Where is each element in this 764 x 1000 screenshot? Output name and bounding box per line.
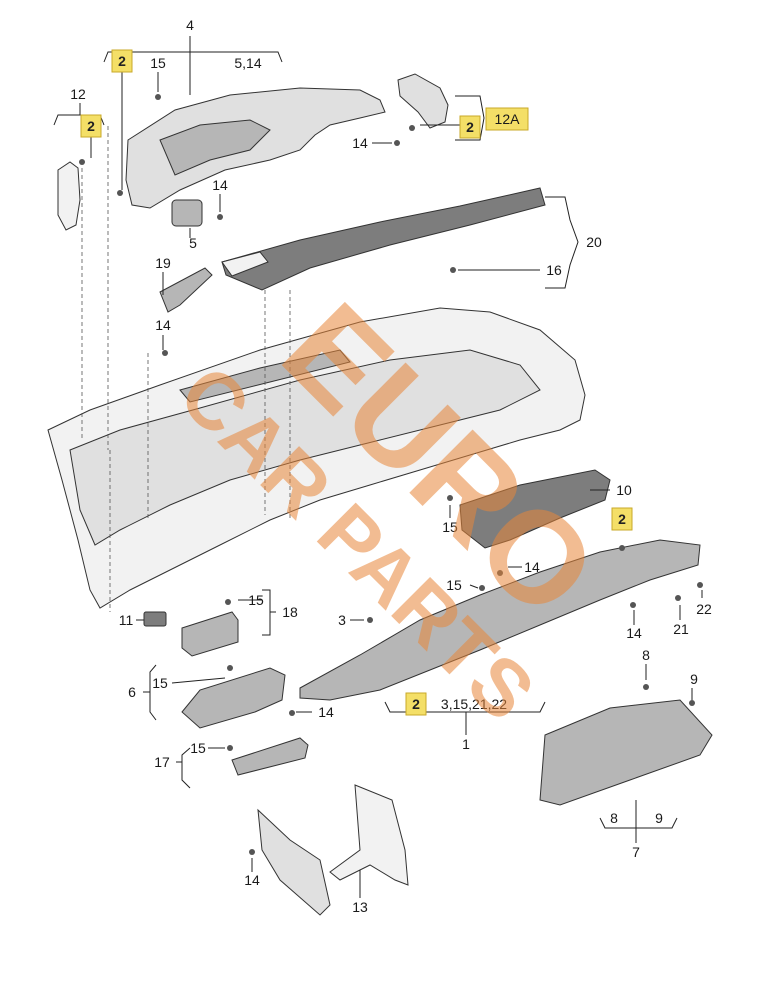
trim-strip-part	[221, 187, 546, 291]
callout-18: 18	[282, 604, 298, 620]
callout-10: 10	[616, 482, 632, 498]
trim-strip-end	[221, 251, 269, 277]
callout-5-14: 5,14	[234, 55, 261, 71]
highlight-label: 2	[118, 53, 126, 69]
callout-20: 20	[586, 234, 602, 250]
highlight-box-1: 2	[111, 49, 133, 73]
callout-19: 19	[155, 255, 171, 271]
callout-14-a: 14	[352, 135, 368, 151]
panel-6-part	[181, 667, 286, 729]
side-panel-part	[257, 808, 331, 916]
guide-lines	[81, 126, 291, 612]
side-bracket-part	[329, 784, 409, 886]
side-trim-part	[159, 267, 213, 313]
callout-22: 22	[696, 601, 712, 617]
callout-17: 17	[154, 754, 170, 770]
callout-13: 13	[352, 899, 368, 915]
callout-14-f: 14	[318, 704, 334, 720]
callout-14-e: 14	[626, 625, 642, 641]
left-trim-part	[57, 161, 81, 231]
highlight-label: 2	[618, 511, 626, 527]
callout-15-e: 15	[152, 675, 168, 691]
callout-12a: 12A	[495, 111, 521, 127]
callout-15-f: 15	[190, 740, 206, 756]
callout-3-15-21-22: 3,15,21,22	[441, 696, 507, 712]
callout-6: 6	[128, 684, 136, 700]
callout-9: 9	[655, 810, 663, 826]
instrument-cover-inner	[159, 119, 271, 176]
callout-8-top: 8	[642, 647, 650, 663]
switch-unit-part	[171, 199, 203, 227]
fasteners	[79, 94, 703, 855]
callout-7: 7	[632, 844, 640, 860]
callout-4: 4	[186, 17, 194, 33]
callout-1: 1	[462, 736, 470, 752]
callout-12: 12	[70, 86, 86, 102]
callout-15-b: 15	[442, 519, 458, 535]
callout-3: 3	[338, 612, 346, 628]
highlight-label: 2	[466, 119, 474, 135]
highlight-box-5: 2	[405, 692, 427, 716]
switch-11-part	[143, 611, 167, 627]
glove-box-part	[539, 699, 713, 806]
callout-14-b: 14	[212, 177, 228, 193]
callout-14-c: 14	[155, 317, 171, 333]
highlight-label: 2	[412, 696, 420, 712]
bracket-18-part	[181, 611, 239, 657]
callout-14-g: 14	[244, 872, 260, 888]
highlight-label: 2	[87, 118, 95, 134]
instrument-cover-part	[125, 87, 386, 209]
callout-11: 11	[119, 612, 134, 628]
callout-15-top: 15	[150, 55, 166, 71]
panel-17-part	[231, 737, 309, 776]
callout-21: 21	[673, 621, 689, 637]
highlight-box-4: 2	[611, 507, 633, 531]
callout-5: 5	[189, 235, 197, 251]
highlight-box-3: 2	[459, 107, 529, 139]
dashboard-frame	[69, 349, 541, 546]
trim-12a-part	[397, 73, 449, 129]
callout-15-d: 15	[248, 592, 264, 608]
callout-9-top: 9	[690, 671, 698, 687]
highlight-box-2: 2	[80, 114, 102, 138]
callout-14-d: 14	[524, 559, 540, 575]
callout-8: 8	[610, 810, 618, 826]
callout-16: 16	[546, 262, 562, 278]
lower-trim-part	[299, 539, 701, 701]
leader-lines	[53, 36, 703, 898]
callout-15-c: 15	[446, 577, 462, 593]
vent-trim-part	[459, 469, 611, 549]
callout-labels: 4 5,14 15 12 12A 14 14 5 20 16 19 14 10 …	[70, 17, 712, 915]
